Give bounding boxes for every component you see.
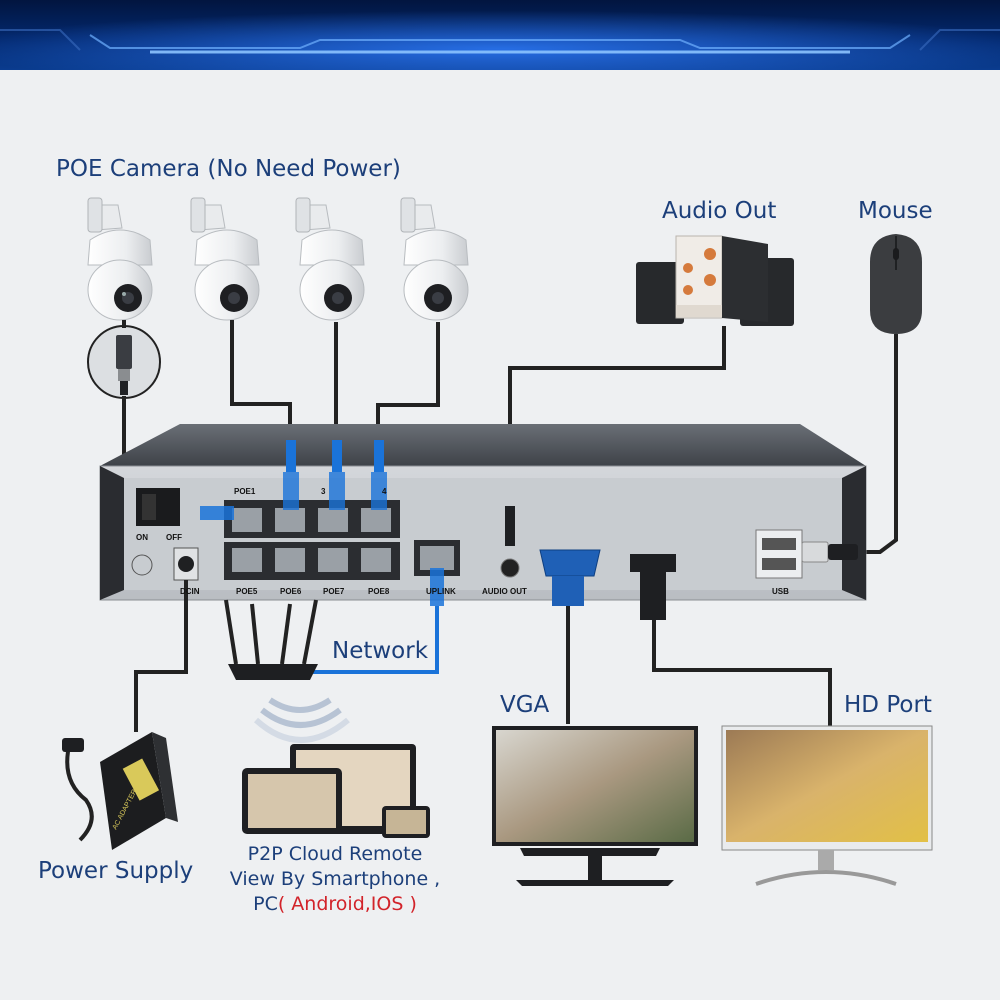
label-dcin: DCIN xyxy=(180,587,200,596)
caption-line3-prefix: PC xyxy=(253,893,278,915)
vga-plug-icon xyxy=(552,576,584,606)
poe-camera-2 xyxy=(190,197,260,321)
label-poe8: POE8 xyxy=(368,587,390,596)
label-poe7: POE7 xyxy=(323,587,345,596)
usb-plug-icon xyxy=(801,541,829,563)
monitor-hd xyxy=(721,725,933,886)
label-mouse: Mouse xyxy=(858,198,933,224)
router-icon xyxy=(224,599,318,680)
poe-camera-4 xyxy=(400,197,469,321)
network-cable xyxy=(312,606,439,674)
hdmi-cable xyxy=(652,620,832,726)
uplink-plug-icon xyxy=(430,568,444,606)
label-poe-camera: POE Camera (No Need Power) xyxy=(56,156,401,182)
hdmi-port xyxy=(630,554,676,572)
label-poe6: POE6 xyxy=(280,587,302,596)
poe-camera-1 xyxy=(87,197,153,321)
speaker-icon xyxy=(636,235,794,326)
label-on: ON xyxy=(136,533,148,542)
label-vga: VGA xyxy=(500,692,550,718)
label-audio-out: Audio Out xyxy=(662,198,777,224)
label-poe1: POE1 xyxy=(234,487,256,496)
label-poe5: POE5 xyxy=(236,587,258,596)
label-power-supply: Power Supply xyxy=(38,858,194,884)
rj45-zoom-icon xyxy=(87,325,161,399)
ground-icon xyxy=(131,554,153,576)
hdmi-plug-icon xyxy=(640,568,666,620)
usb-ports xyxy=(755,529,803,579)
poe-ports xyxy=(224,500,400,580)
poe-camera-3 xyxy=(295,197,365,321)
banner-decoration xyxy=(0,0,1000,70)
label-poe3: 3 xyxy=(321,487,326,496)
caption-line2: View By Smartphone , xyxy=(229,868,441,890)
vga-port xyxy=(539,549,601,577)
label-poe4: 4 xyxy=(382,487,387,496)
label-off: OFF xyxy=(166,533,182,542)
label-audio-out: AUDIO OUT xyxy=(482,587,527,596)
power-cable xyxy=(134,580,188,732)
power-adapter-icon xyxy=(62,732,178,850)
label-usb: USB xyxy=(772,587,789,596)
p2p-caption: P2P Cloud Remote View By Smartphone , PC… xyxy=(222,842,448,917)
mouse-cable xyxy=(858,334,898,554)
caption-line3-red: ( Android,IOS ) xyxy=(277,893,417,915)
poe1-plug-icon xyxy=(200,506,234,520)
mouse-icon xyxy=(870,234,922,334)
monitor-vga xyxy=(492,726,698,886)
top-banner xyxy=(0,0,1000,70)
poe-plug-icons xyxy=(283,440,387,510)
audio-out-jack xyxy=(500,558,520,578)
wifi-icon xyxy=(253,697,350,743)
label-uplink: UPLINK xyxy=(426,587,456,596)
devices-icon xyxy=(242,744,430,838)
label-network: Network xyxy=(332,638,429,664)
caption-line3: PC( Android,IOS ) xyxy=(222,892,448,917)
caption-line1: P2P Cloud Remote xyxy=(247,843,423,865)
audio-plug-icon xyxy=(505,506,515,546)
nvr-port-labels: POE1 3 4 POE5 POE6 POE7 POE8 ON OFF DCIN… xyxy=(136,487,789,596)
label-hd-port: HD Port xyxy=(844,692,932,718)
